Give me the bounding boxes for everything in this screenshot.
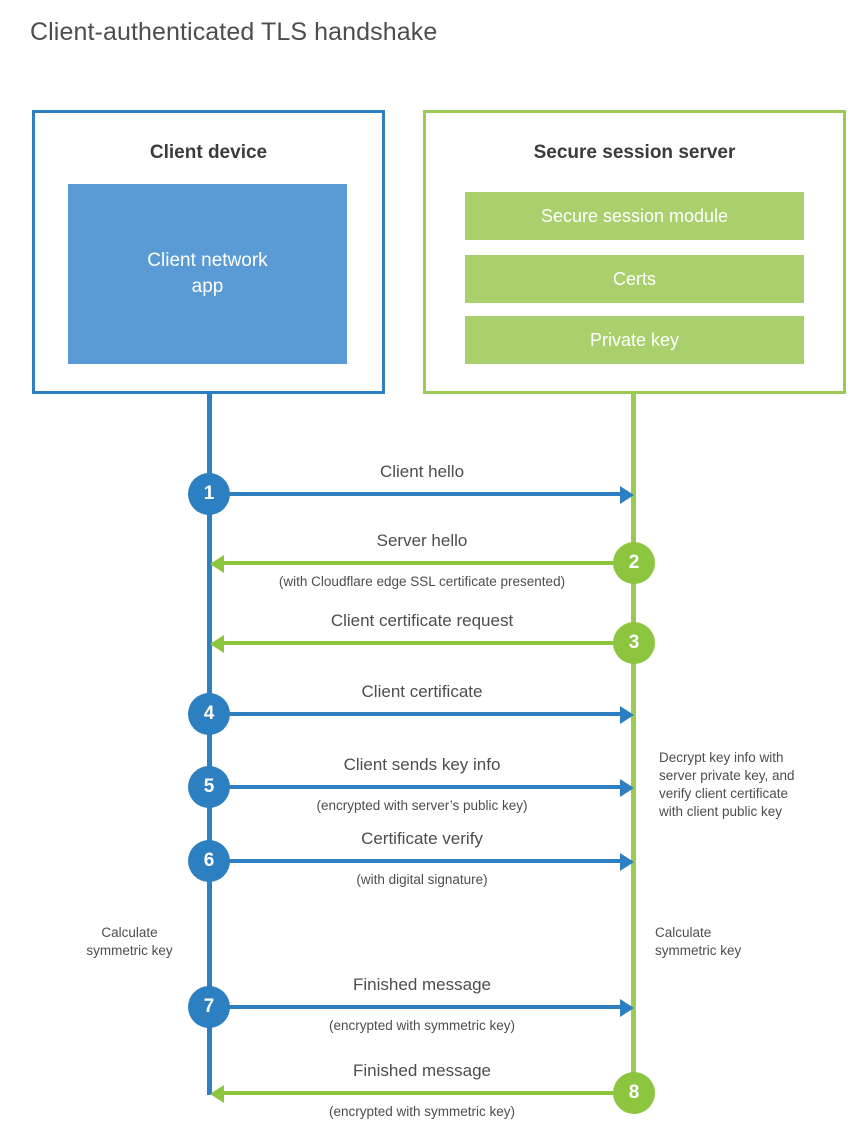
- message-sublabel-5: (encrypted with server’s public key): [316, 798, 528, 813]
- message-label-5: Client sends key info: [343, 755, 501, 774]
- message-arrow-line-5: [210, 785, 622, 789]
- step-badge-3: 3: [613, 622, 655, 664]
- message-sublabel-7: (encrypted with symmetric key): [328, 1018, 516, 1033]
- message-arrow-line-4: [210, 712, 622, 716]
- step-badge-6: 6: [188, 840, 230, 882]
- server-component-secure-session-module: Secure session module: [465, 192, 804, 240]
- arrow-head-icon: [210, 1085, 224, 1103]
- message-sublabel-6: (with digital signature): [356, 872, 488, 887]
- step-badge-7: 7: [188, 986, 230, 1028]
- arrow-head-icon: [620, 486, 634, 504]
- note-server-decrypt: Decrypt key info with server private key…: [659, 750, 795, 819]
- arrow-head-icon: [210, 635, 224, 653]
- arrow-head-icon: [620, 706, 634, 724]
- secure-session-server-title: Secure session server: [533, 142, 736, 163]
- client-device-box: Client device Client network app: [32, 110, 385, 394]
- message-label-6: Certificate verify: [361, 829, 483, 848]
- server-component-private-key: Private key: [465, 316, 804, 364]
- server-component-label: Secure session module: [540, 205, 729, 226]
- message-sublabel-2: (with Cloudflare edge SSL certificate pr…: [278, 574, 566, 589]
- note-server-calculate-symmetric-key: Calculate symmetric key: [655, 925, 742, 958]
- note-client-calculate-symmetric-key: Calculate symmetric key: [86, 925, 173, 958]
- page-title: Client-authenticated TLS handshake: [30, 18, 438, 46]
- message-arrow-line-2: [224, 561, 634, 565]
- message-sublabel-8: (encrypted with symmetric key): [328, 1104, 516, 1119]
- arrow-head-icon: [620, 999, 634, 1017]
- server-lifeline: [631, 394, 636, 1095]
- message-label-2: Server hello: [376, 531, 468, 550]
- step-badge-2: 2: [613, 542, 655, 584]
- message-label-8: Finished message: [353, 1061, 491, 1080]
- client-network-app-box: Client network app: [68, 184, 347, 364]
- client-network-app-label: Client network app: [147, 250, 268, 297]
- server-component-certs: Certs: [465, 255, 804, 303]
- message-arrow-line-3: [224, 641, 634, 645]
- step-badge-8: 8: [613, 1072, 655, 1114]
- step-badge-4: 4: [188, 693, 230, 735]
- arrow-head-icon: [210, 555, 224, 573]
- message-label-3: Client certificate request: [330, 611, 514, 630]
- step-badge-1: 1: [188, 473, 230, 515]
- client-lifeline: [207, 394, 212, 1095]
- step-badge-5: 5: [188, 766, 230, 808]
- secure-session-server-box: Secure session server Secure session mod…: [423, 110, 846, 394]
- message-label-7: Finished message: [353, 975, 491, 994]
- arrow-head-icon: [620, 779, 634, 797]
- server-component-label: Private key: [589, 329, 680, 350]
- arrow-head-icon: [620, 853, 634, 871]
- message-label-4: Client certificate: [361, 682, 483, 701]
- message-arrow-line-8: [224, 1091, 634, 1095]
- server-component-label: Certs: [612, 268, 656, 289]
- client-device-title: Client device: [149, 142, 268, 163]
- message-arrow-line-1: [210, 492, 622, 496]
- message-label-1: Client hello: [379, 462, 465, 481]
- message-arrow-line-7: [210, 1005, 622, 1009]
- message-arrow-line-6: [210, 859, 622, 863]
